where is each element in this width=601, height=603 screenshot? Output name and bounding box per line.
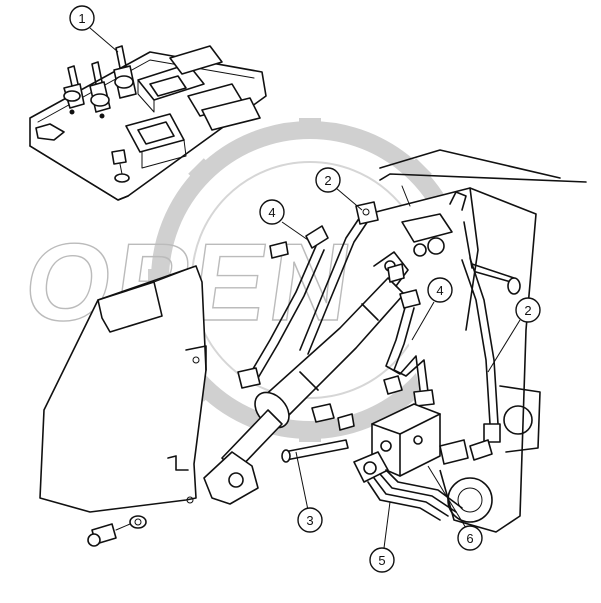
callout-leaders [89, 27, 521, 549]
callout-5: 5 [369, 547, 395, 573]
callout-4-left: 4 [259, 199, 285, 225]
hydraulic-hose-4-right [385, 289, 435, 407]
callout-6: 6 [457, 525, 483, 551]
panel-mounting-screw [111, 149, 130, 183]
rear-axle-housing [375, 149, 587, 533]
callout-4-left-label: 4 [268, 205, 275, 220]
callout-2-upper: 2 [315, 167, 341, 193]
callout-5-label: 5 [378, 553, 385, 568]
valve-block-6 [371, 403, 441, 477]
hose-fittings [269, 241, 405, 431]
rocker-switch-modules [125, 45, 261, 169]
pin-3 [281, 439, 349, 463]
hydraulic-hose-2-right [461, 257, 501, 443]
callout-4-right-label: 4 [436, 283, 443, 298]
callout-4-right: 4 [427, 277, 453, 303]
callout-6-label: 6 [466, 531, 473, 546]
callout-2-upper-label: 2 [324, 173, 331, 188]
cylinder-cover-shield [39, 265, 207, 513]
callout-2-right-label: 2 [524, 303, 531, 318]
toggle-switches [63, 45, 137, 119]
callout-1-label: 1 [78, 11, 85, 26]
callout-2-right: 2 [515, 297, 541, 323]
callout-3: 3 [297, 507, 323, 533]
hydraulic-hose-2-upper [299, 201, 379, 355]
callout-3-label: 3 [306, 513, 313, 528]
hydraulic-hose-4-left [237, 225, 329, 389]
cover-bolt-and-washer [87, 515, 147, 547]
callout-1: 1 [69, 5, 95, 31]
fittings-and-pipes-5 [353, 439, 493, 521]
